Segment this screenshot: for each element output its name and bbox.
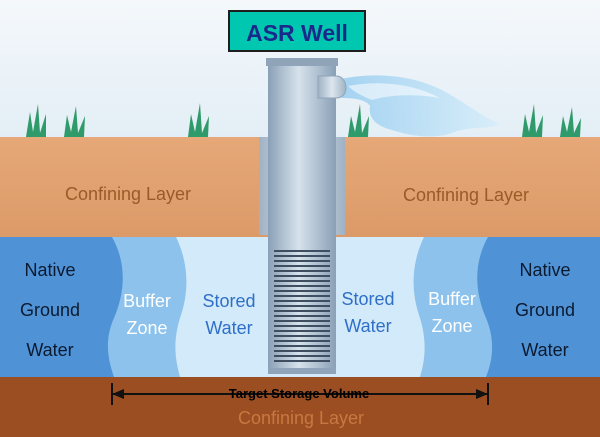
screen-slot: [274, 305, 330, 307]
stored-water-label-left: Stored Water: [202, 291, 255, 338]
native-label-line: Ground: [515, 300, 575, 320]
screen-slot: [274, 255, 330, 257]
dimension-arrow-right: [476, 389, 488, 399]
screen-slot: [274, 285, 330, 287]
screen-slot: [274, 330, 330, 332]
screen-slot: [274, 270, 330, 272]
title: ASR Well: [246, 20, 348, 46]
screen-slot: [274, 325, 330, 327]
native-label-line: Water: [26, 340, 73, 360]
confining-layer-label-bottom: Confining Layer: [238, 408, 364, 428]
native-label-line: Water: [521, 340, 568, 360]
lower-confining-layer: [0, 377, 600, 437]
well-screen-slots: [274, 250, 330, 362]
stored-label-line: Stored: [202, 291, 255, 311]
screen-slot: [274, 315, 330, 317]
screen-slot: [274, 250, 330, 252]
screen-slot: [274, 265, 330, 267]
stored-label-line: Water: [205, 318, 252, 338]
screen-slot: [274, 300, 330, 302]
buffer-label-line: Zone: [431, 316, 472, 336]
native-label-line: Ground: [20, 300, 80, 320]
grass-tufts: [26, 103, 581, 137]
well-bottom-cap: [268, 368, 336, 374]
screen-slot: [274, 340, 330, 342]
discharge-pipe: [317, 75, 347, 99]
buffer-label-line: Zone: [126, 318, 167, 338]
screen-slot: [274, 310, 330, 312]
screen-slot: [274, 260, 330, 262]
native-label-line: Native: [519, 260, 570, 280]
dimension-arrow-left: [112, 389, 124, 399]
buffer-label-line: Buffer: [123, 291, 171, 311]
screen-slot: [274, 280, 330, 282]
grass-tuft: [64, 106, 85, 137]
target-storage-volume-label: Target Storage Volume: [229, 386, 369, 401]
confining-layer-label-left: Confining Layer: [65, 184, 191, 204]
grass-tuft: [26, 104, 46, 137]
confining-layer-label-right: Confining Layer: [403, 185, 529, 205]
buffer-label-line: Buffer: [428, 289, 476, 309]
screen-slot: [274, 275, 330, 277]
buffer-zone-label-left: Buffer Zone: [123, 291, 171, 338]
screen-slot: [274, 350, 330, 352]
screen-slot: [274, 335, 330, 337]
screen-slot: [274, 360, 330, 362]
native-ground-water-label-right: Native Ground Water: [515, 260, 575, 360]
stored-water-label-right: Stored Water: [341, 289, 394, 336]
grass-tuft: [348, 104, 369, 137]
stored-label-line: Water: [344, 316, 391, 336]
screen-slot: [274, 320, 330, 322]
screen-slot: [274, 345, 330, 347]
screen-slot: [274, 290, 330, 292]
buffer-zone-label-right: Buffer Zone: [428, 289, 476, 336]
grass-tuft: [188, 103, 209, 137]
grass-tuft: [522, 104, 543, 137]
water-spray-highlight: [348, 83, 440, 100]
title-box: [228, 10, 366, 52]
screen-slot: [274, 295, 330, 297]
grass-tuft: [560, 107, 581, 137]
screen-slot: [274, 355, 330, 357]
well-cap: [266, 58, 338, 66]
native-ground-water-label-left: Native Ground Water: [20, 260, 80, 360]
stored-label-line: Stored: [341, 289, 394, 309]
native-label-line: Native: [24, 260, 75, 280]
